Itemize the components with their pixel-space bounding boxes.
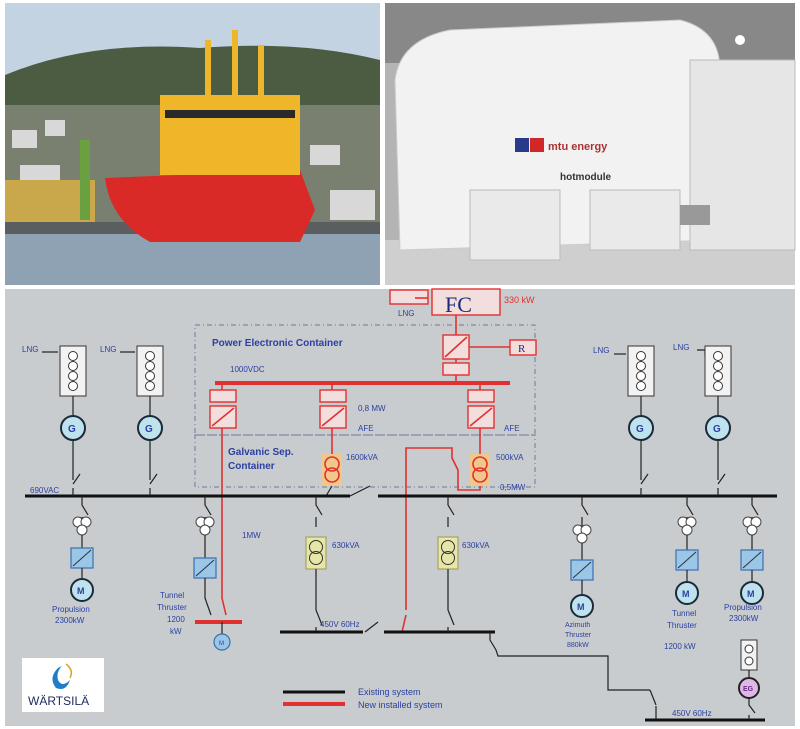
consumer-label: Tunnel <box>160 591 184 600</box>
hotmodule-label: hotmodule <box>560 172 612 183</box>
propulsion-right: M Propulsion 2300kW EG <box>724 496 764 720</box>
ship-superstructure <box>160 95 300 175</box>
galvanic-title-2: Container <box>228 461 275 472</box>
tunnel-thruster-left: M Tunnel Thruster 1200 kW <box>157 496 242 651</box>
bus-tie-switch <box>349 485 371 497</box>
consumer-label: Propulsion <box>52 605 90 614</box>
generator-3: LNG G <box>593 345 655 496</box>
generator-2: LNG G <box>100 345 164 496</box>
trafo-630-label: 630kVA <box>332 541 360 550</box>
gen-symbol: G <box>68 424 76 435</box>
consumer-label: 2300kW <box>55 616 85 625</box>
new-link-right <box>405 447 481 610</box>
consumer-label: Propulsion <box>724 603 762 612</box>
azimuth-thruster: M Azimuth Thruster 880kW <box>565 496 594 649</box>
trafo-630-label: 630kVA <box>462 541 490 550</box>
stepped-feeder <box>489 632 657 720</box>
eg-label: EG <box>743 686 754 693</box>
tunnel-thruster-right: M Tunnel Thruster 1200 kW <box>664 496 699 651</box>
lng-supply-box <box>389 289 429 305</box>
afe-label-1: AFE <box>358 424 374 433</box>
single-line-diagram: LNG FC 330 kW Power Electronic Container… <box>5 288 795 726</box>
consumer-label: 880kW <box>567 642 589 649</box>
ship-hull <box>105 170 315 242</box>
fuel-cell-box <box>431 288 501 316</box>
afe-column-2 <box>319 383 347 429</box>
wartsila-logo-text: WÄRTSILÄ <box>28 694 89 708</box>
fuel-cell-label: FC <box>445 292 472 317</box>
legend-new: New installed system <box>358 700 443 710</box>
galvanic-container <box>194 434 536 488</box>
gen-lng-label: LNG <box>673 343 689 352</box>
trafo-500-label: 500kVA <box>496 453 524 462</box>
trafo-630-left: 630kVA <box>305 496 360 632</box>
trafo-630-right: 630kVA <box>437 496 490 632</box>
fc-lng-label: LNG <box>398 309 414 318</box>
resistor-label: R <box>518 343 526 355</box>
legend: Existing system New installed system <box>283 687 443 710</box>
consumer-label: Thruster <box>565 632 592 639</box>
generator-1: LNG G <box>22 345 87 496</box>
trafo-1600 <box>322 454 342 486</box>
bus-450-label: 450V 60Hz <box>672 709 712 718</box>
wartsila-logo: WÄRTSILÄ <box>22 658 104 712</box>
consumer-label: 2300kW <box>729 614 759 623</box>
consumer-label: Azimuth <box>565 622 590 629</box>
motor-symbol: M <box>747 589 755 599</box>
motor-symbol: M <box>219 641 224 647</box>
motor-symbol: M <box>577 602 585 612</box>
ship-photo <box>5 3 380 285</box>
gen-symbol: G <box>145 424 153 435</box>
resistor-box <box>509 339 537 356</box>
dc-bus-label: 1000VDC <box>230 365 265 374</box>
galvanic-title-1: Galvanic Sep. <box>228 447 294 458</box>
new-link-left <box>221 428 227 616</box>
legend-existing: Existing system <box>358 687 421 697</box>
power-05-label: 0,5MW <box>500 483 526 492</box>
consumer-label: kW <box>170 627 182 636</box>
gen-symbol: G <box>713 424 721 435</box>
afe-column-3 <box>467 383 495 429</box>
ac-bus-label: 690VAC <box>30 486 59 495</box>
gen-lng-label: LNG <box>100 345 116 354</box>
mtu-energy-logo: mtu energy <box>548 141 608 153</box>
afe-column-1 <box>209 383 237 429</box>
generator-4: LNG G <box>673 343 732 496</box>
fc-breaker <box>442 362 470 376</box>
afe-power-label: 0,8 MW <box>358 404 386 413</box>
power-container-title: Power Electronic Container <box>212 338 343 349</box>
propulsion-left: M Propulsion 2300kW <box>52 496 94 625</box>
motor-symbol: M <box>77 586 85 596</box>
gen-symbol: G <box>636 424 644 435</box>
trafo-500 <box>470 454 490 486</box>
link-1mw-label: 1MW <box>242 531 261 540</box>
trafo-1600-label: 1600kVA <box>346 453 379 462</box>
motor-symbol: M <box>682 589 690 599</box>
fuel-cell-power: 330 kW <box>504 295 535 305</box>
consumer-label: Tunnel <box>672 609 696 618</box>
consumer-label: 1200 <box>167 615 185 624</box>
afe-label-2: AFE <box>504 424 520 433</box>
consumer-label: 1200 kW <box>664 642 696 651</box>
consumer-label: Thruster <box>157 603 187 612</box>
bus-450-label: 450V 60Hz <box>320 620 360 629</box>
gen-lng-label: LNG <box>22 345 38 354</box>
gen-lng-label: LNG <box>593 346 609 355</box>
consumer-label: Thruster <box>667 621 697 630</box>
hotmodule-photo: mtu energy hotmodule <box>385 3 796 285</box>
